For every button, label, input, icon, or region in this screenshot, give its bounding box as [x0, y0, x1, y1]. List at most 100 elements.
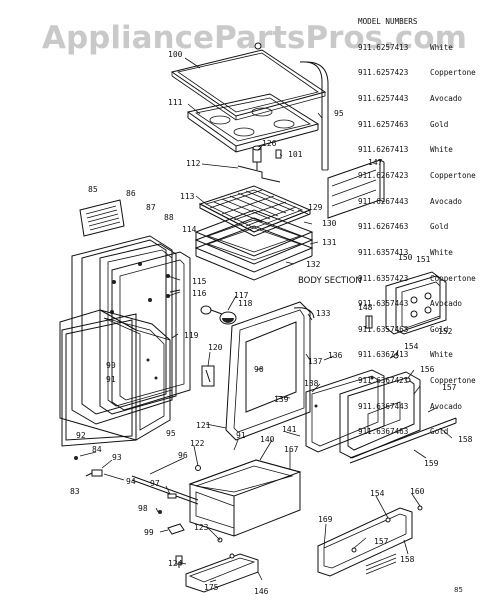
part-label: 137 — [308, 357, 323, 366]
part-label: 157 — [374, 537, 389, 546]
part-label: 90 — [106, 361, 116, 370]
part-label: 141 — [282, 425, 297, 434]
oven-rack-part — [198, 185, 312, 237]
part-label: 169 — [318, 515, 333, 524]
model-number: 911.6357463 — [358, 324, 409, 334]
part-label: 88 — [164, 213, 174, 222]
part-label: 167 — [284, 445, 299, 454]
part-label: 139 — [274, 395, 289, 404]
part-label: 146 — [254, 587, 269, 596]
part-label: 132 — [306, 260, 321, 269]
part-label: 97 — [150, 479, 160, 488]
part-label: 160 — [410, 487, 425, 496]
part-label: 133 — [316, 309, 331, 318]
model-color: Coppertone — [430, 376, 476, 386]
part-label: 111 — [168, 98, 183, 107]
part-label: 100 — [168, 50, 183, 59]
part-label: 91 — [236, 431, 246, 440]
watermark-text: AppliancePartsPros.com — [42, 20, 467, 56]
model-row: 911.6367443 Avocado — [358, 401, 476, 412]
control-panel-part — [385, 271, 447, 335]
part-label: 118 — [238, 299, 253, 308]
model-number: 911.6257443 — [358, 94, 409, 104]
part-label: 96 — [178, 451, 188, 460]
model-row: 911.6357413 White — [358, 247, 476, 258]
part-label: 159 — [424, 459, 439, 468]
part-label: 157 — [442, 383, 457, 392]
model-row: 911.6267463 Gold — [358, 223, 476, 232]
part-label: 101 — [288, 150, 303, 159]
part-label: 113 — [180, 192, 195, 201]
vent-plate-part — [79, 199, 125, 237]
model-color: White — [430, 247, 453, 257]
part-label: 93 — [112, 453, 122, 462]
part-label: 158 — [458, 435, 473, 444]
part-label: 116 — [192, 289, 207, 298]
model-number: 911.6267413 — [358, 145, 409, 155]
side-rail-part — [299, 61, 329, 171]
part-label: 83 — [70, 487, 80, 496]
part-label: 115 — [192, 277, 207, 286]
model-color: Avocado — [430, 401, 463, 411]
part-number-labels: 100 111 95 126 101 112 147 113 129 130 1… — [70, 50, 473, 596]
model-numbers-heading: MODEL NUMBERS — [358, 17, 418, 27]
model-number: 911.6257413 — [358, 42, 409, 52]
part-label: 114 — [182, 225, 197, 234]
part-label: 175 — [204, 583, 219, 592]
model-number: 911.6367423 — [358, 376, 409, 386]
part-label: 119 — [184, 331, 199, 340]
part-label: 131 — [322, 238, 337, 247]
part-label: 123 — [194, 523, 209, 532]
model-row: 911.6367423 Coppertone — [358, 377, 476, 386]
model-color: Coppertone — [430, 68, 476, 78]
part-label: 84 — [92, 445, 102, 454]
wire-part — [237, 165, 281, 183]
model-number: 911.6357413 — [358, 247, 409, 257]
part-label: 85 — [88, 185, 98, 194]
cabinet-front-panel-part — [61, 313, 137, 447]
part-label: 151 — [416, 255, 431, 264]
part-label: 150 — [398, 253, 413, 262]
model-row: 911.6367413 White — [358, 351, 476, 360]
part-label: 140 — [260, 435, 275, 444]
model-color: White — [430, 350, 453, 360]
model-number: 911.6267463 — [358, 222, 409, 232]
part-label: 130 — [322, 219, 337, 228]
part-label: 124 — [168, 559, 183, 568]
front-control-panel-part — [317, 505, 423, 577]
cooktop-part — [170, 42, 327, 121]
part-label: 158 — [400, 555, 415, 564]
part-label: 87 — [146, 203, 156, 212]
part-label: 122 — [190, 439, 205, 448]
oven-door-outer-part — [339, 371, 457, 464]
page-code: 85 — [454, 586, 463, 594]
model-color: Avocado — [430, 94, 463, 104]
model-row: 911.6257443 Avocado — [358, 94, 476, 104]
model-number: 911.6357423 — [358, 273, 409, 283]
part-label: 92 — [76, 431, 86, 440]
model-color: Gold — [430, 222, 449, 232]
backguard-panel-part — [327, 159, 385, 219]
part-label: 94 — [126, 477, 136, 486]
part-label: 95 — [334, 109, 344, 118]
model-color: Gold — [430, 119, 449, 129]
model-number: 911.6367443 — [358, 401, 409, 411]
part-label: 90 — [254, 365, 264, 374]
part-label: 95 — [166, 429, 176, 438]
model-number: 911.6367463 — [358, 427, 409, 437]
model-number: 911.6367413 — [358, 350, 409, 360]
leader-lines — [79, 57, 453, 583]
model-color: Coppertone — [430, 170, 476, 180]
cabinet-back-panel-part — [71, 235, 177, 425]
drawer-glide-part — [131, 465, 201, 505]
part-label: 112 — [186, 159, 201, 168]
part-label: 99 — [144, 528, 154, 537]
oven-door-frame-part — [201, 301, 315, 441]
